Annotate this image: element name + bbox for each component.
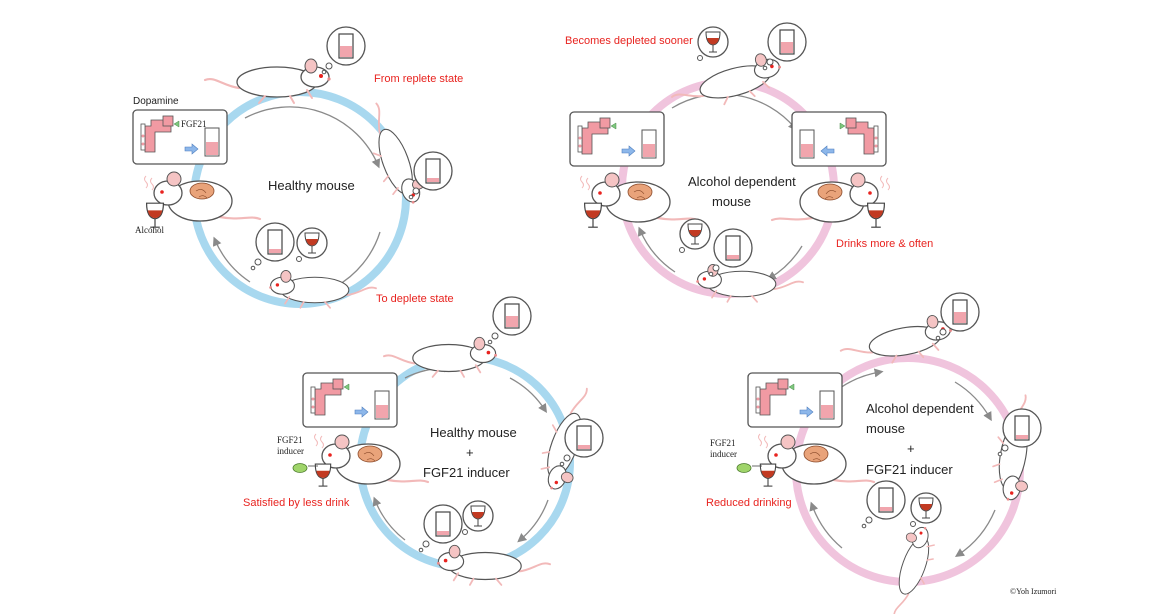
center-label-line2: mouse <box>866 421 905 436</box>
dopamine-label: Dopamine <box>133 96 179 107</box>
thought-bubble-wine <box>698 27 729 61</box>
cycle-arrow <box>212 236 251 283</box>
pill-icon <box>292 463 308 473</box>
inducer-label-line1: FGF21 <box>277 435 303 445</box>
dopamine-tap-box <box>747 372 843 428</box>
wine-glass-icon <box>759 463 777 487</box>
thought-bubble-full <box>488 297 531 344</box>
center-label: Healthy mouse <box>268 178 355 193</box>
center-label-line2: + <box>466 445 474 460</box>
thought-bubble-low <box>419 505 462 552</box>
cycle-arrow <box>372 496 406 541</box>
annotation-replete: From replete state <box>374 73 463 85</box>
steam-icon <box>580 175 590 191</box>
mouse-walking <box>695 263 804 303</box>
cycle-arrow <box>517 499 549 543</box>
mouse-drinking <box>320 433 430 486</box>
mouse-climbing <box>986 390 1044 505</box>
thought-bubble-low <box>709 229 752 276</box>
thought-bubble-wine <box>911 493 942 527</box>
thought-bubble-full <box>763 23 806 70</box>
steam-icon <box>144 175 154 191</box>
thought-bubble-low <box>862 481 905 528</box>
annotation-deplete: To deplete state <box>376 293 454 305</box>
thought-bubble-full <box>936 293 979 340</box>
inducer-label-line2: inducer <box>277 446 304 456</box>
fgf21-label: FGF21 <box>181 119 207 129</box>
annotation-reduced: Reduced drinking <box>706 497 792 509</box>
cycle-arrow <box>509 377 547 414</box>
wine-glass-icon <box>583 202 603 228</box>
thought-bubble-wine <box>680 219 711 253</box>
cycle-arrow <box>809 501 843 549</box>
center-label-line2: mouse <box>712 194 751 209</box>
pill-icon <box>736 463 752 473</box>
mouse-drinking <box>590 171 700 224</box>
steam-icon <box>758 433 768 449</box>
mouse-running <box>203 57 332 105</box>
cycle-arrow <box>671 93 798 131</box>
dopamine-tap-box <box>569 111 665 167</box>
inducer-label-line1: FGF21 <box>710 438 736 448</box>
steam-icon <box>880 175 890 191</box>
annotation-depleted-sooner: Becomes depleted sooner <box>565 35 693 47</box>
wine-glass-icon <box>314 463 332 487</box>
panel-alcohol-dependent: Alcohol dependent mouse Becomes depleted… <box>565 23 933 303</box>
alcohol-label: Alcohol <box>135 225 164 235</box>
mouse-drinking <box>152 170 262 223</box>
wine-glass-icon <box>866 202 886 228</box>
panel-healthy-fgf21: FGF21 inducer Healthy mouse + FGF21 indu… <box>243 297 605 586</box>
thought-bubble-wine <box>463 501 494 535</box>
center-label-line1: Alcohol dependent <box>866 401 974 416</box>
mouse-standing <box>878 521 944 614</box>
cycle-arrow <box>766 245 803 280</box>
thought-bubble-low <box>251 223 294 270</box>
mouse-walking <box>435 544 551 586</box>
thought-bubble-wine <box>297 228 328 262</box>
credit-label: ©Yoh Izumori <box>1010 587 1057 596</box>
center-label-line3: + <box>907 441 915 456</box>
annotation-satisfied: Satisfied by less drink <box>243 497 350 509</box>
annotation-drinks-more: Drinks more & often <box>836 238 933 250</box>
thought-bubble-low <box>409 152 452 199</box>
mouse-drinking <box>766 433 876 486</box>
center-label-line3: FGF21 inducer <box>423 465 510 480</box>
dopamine-tap-box <box>132 109 228 165</box>
cycle-arrow <box>637 226 676 273</box>
mouse-running <box>383 336 499 378</box>
center-label-line4: FGF21 inducer <box>866 462 953 477</box>
dopamine-tap-box <box>791 111 887 167</box>
panel-healthy: Dopamine FGF21 Alcohol Healthy mouse Fro… <box>132 27 463 309</box>
steam-icon <box>314 433 324 449</box>
center-label-line1: Healthy mouse <box>430 425 517 440</box>
inducer-label-line2: inducer <box>710 449 737 459</box>
center-label-line1: Alcohol dependent <box>688 174 796 189</box>
thought-bubble-full <box>322 27 365 74</box>
cycle-arrow <box>244 106 381 169</box>
wine-glass-icon <box>146 202 164 228</box>
cycle-arrow <box>954 381 992 422</box>
cycle-arrow <box>954 509 996 558</box>
dopamine-tap-box <box>302 372 398 428</box>
panel-dependent-fgf21: FGF21 inducer Alcohol dependent mouse + … <box>706 293 1044 614</box>
